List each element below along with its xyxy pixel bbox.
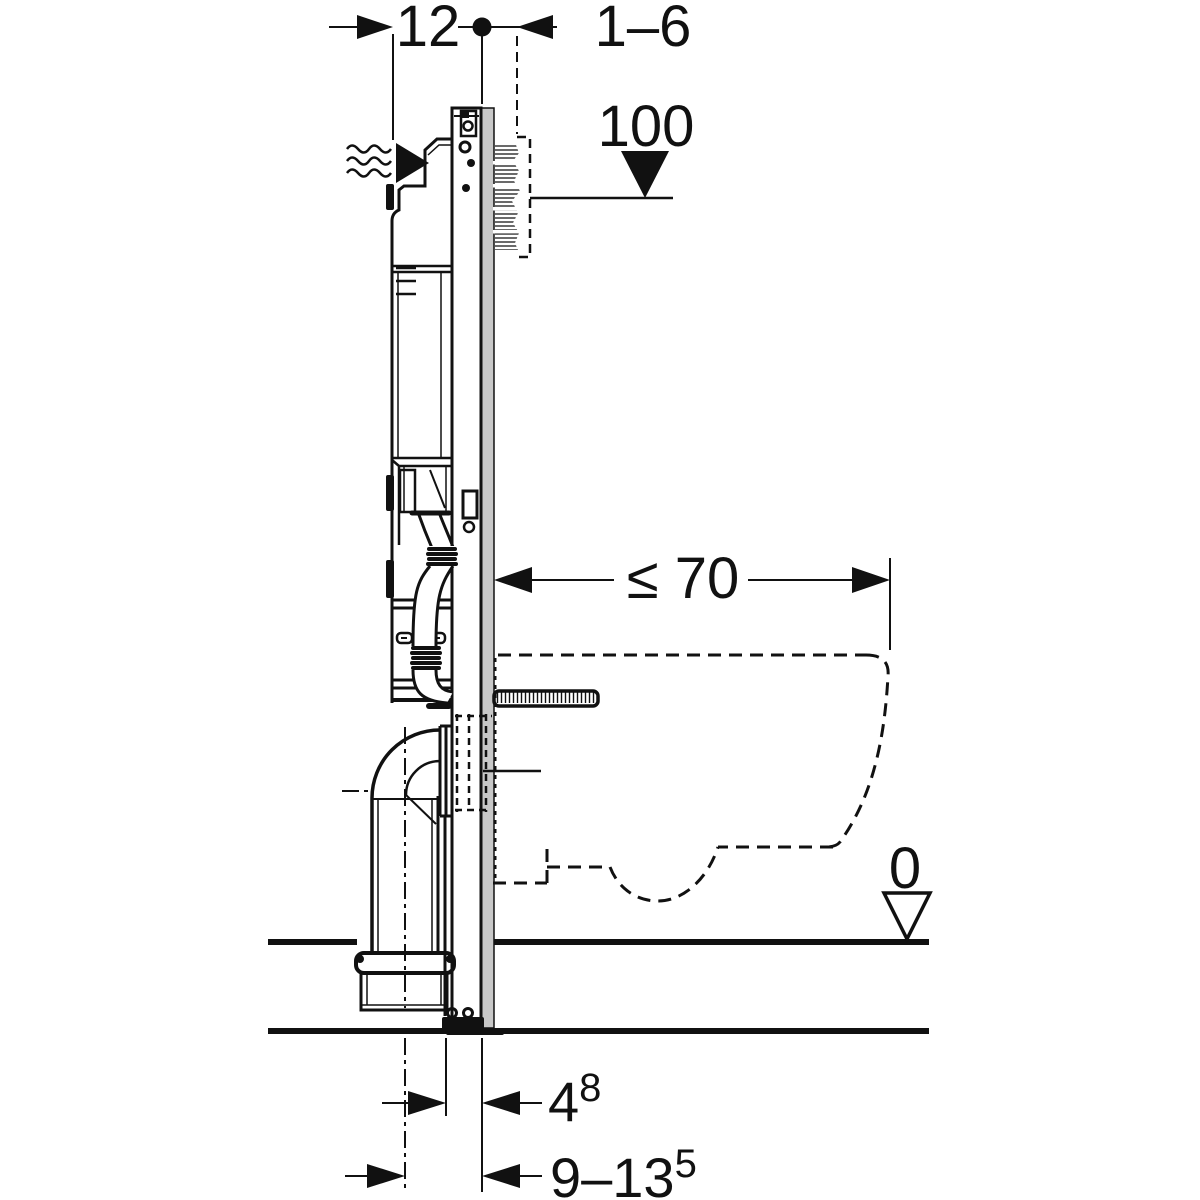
flush-pipe-edge [411, 669, 453, 705]
datum-marker-0: 0 [881, 836, 933, 943]
hatch-band-gap [493, 184, 521, 188]
arrow-right-icon [852, 567, 890, 593]
dim-wall-finish: 1–6 [516, 0, 692, 134]
water-supply-arrow-icon [345, 143, 429, 183]
level-marker-100: 100 [530, 94, 695, 200]
level-label-100: 100 [598, 94, 695, 159]
hidden-outlet-dashes [455, 714, 492, 812]
dim-label-frame-depth: 12 [396, 0, 461, 59]
arrow-right-icon [408, 1091, 446, 1115]
arrow-right-icon [367, 1164, 405, 1188]
rail-hole-icon [462, 120, 474, 132]
vent-slots [396, 266, 416, 296]
flush-pipe-edge [438, 514, 455, 548]
socket-bump [446, 955, 454, 963]
arrow-left-icon [482, 1164, 520, 1188]
rail-rivet-icon [462, 184, 470, 192]
flush-valve-box [398, 468, 417, 514]
water-wave [345, 168, 393, 178]
rail-hole-icon [458, 140, 472, 154]
socket-bump [356, 955, 364, 963]
datum-triangle-icon [881, 891, 933, 943]
toilet-outline [493, 653, 890, 903]
pipe-centerline [342, 727, 406, 1008]
housing-inner-lines [403, 466, 447, 513]
level-triangle-filled-icon [621, 151, 669, 198]
cover-joint-lines [392, 264, 452, 274]
elbow-inner-arc [404, 759, 441, 796]
elbow-outer-arc [370, 728, 441, 799]
flush-pipe [410, 514, 458, 709]
corrugated-sleeve-lower [410, 646, 442, 670]
arrow-left-icon [482, 1091, 520, 1115]
tank-inner-lines [397, 273, 442, 458]
socket-body [359, 971, 449, 1012]
service-hole-icon [462, 520, 476, 534]
cistern-cover-inner-line [427, 144, 452, 156]
service-slot [461, 489, 479, 520]
socket-inner-lines [361, 973, 447, 1006]
dim-dot-icon [472, 17, 492, 37]
flush-pipe-edge [434, 565, 455, 647]
plaster-hatch [495, 145, 520, 250]
service-opening [461, 489, 479, 534]
foot-base-plate [446, 1028, 504, 1035]
rail-rivet-icon [467, 159, 475, 167]
frame-rail-profile [450, 106, 483, 1032]
foot-plate [442, 1017, 484, 1030]
wall-finish-hatch [493, 145, 521, 250]
supply-arrow-icon [396, 143, 429, 183]
datum-label-0: 0 [889, 836, 921, 901]
dim-bowl-projection: ≤ 70 [494, 546, 891, 650]
hatch-band-gap [493, 207, 521, 211]
wall-panel-strip [480, 107, 495, 1029]
dim-outlet-offset: 9–135 [345, 1142, 697, 1200]
arrow-left-icon [517, 15, 553, 39]
floor-lines [268, 939, 929, 1034]
dim-label-wall-finish: 1–6 [595, 0, 692, 59]
cistern-outline [390, 137, 452, 703]
hatch-band-gap [493, 161, 521, 165]
frame-foot [442, 815, 504, 1035]
insulation-pad [386, 475, 394, 511]
arrow-left-icon [494, 567, 532, 593]
dim-label-front-offset: 48 [548, 1066, 601, 1133]
cistern [386, 137, 452, 703]
rail-top-clip [462, 112, 469, 118]
dim-frame-depth: 12 [329, 0, 557, 140]
corrugated-sleeve-upper [426, 547, 458, 566]
elbow-flange [438, 724, 452, 818]
water-wave [345, 144, 393, 154]
dim-label-bowl-projection: ≤ 70 [627, 546, 739, 611]
insulation-pad [386, 560, 394, 598]
threaded-rod [492, 689, 600, 708]
frame-rail [450, 106, 495, 1032]
rail-top-fixing-slot [459, 109, 478, 138]
flush-plate-dashed-outline [517, 135, 532, 259]
drain-elbow [342, 724, 452, 1008]
hidden-outlet-bend [455, 714, 492, 812]
drain-pipe-inner-walls [377, 798, 433, 953]
hatch-band-gap [493, 230, 521, 234]
insulation-pad [386, 184, 394, 210]
dim-label-outlet-offset: 9–135 [550, 1142, 697, 1200]
rib-backing [427, 546, 457, 567]
drain-socket [354, 951, 456, 1012]
dim-front-offset: 48 [382, 1038, 601, 1192]
water-wave [345, 156, 393, 166]
flush-pipe-edge [411, 565, 432, 647]
arrow-right-icon [357, 15, 393, 39]
housing-diagonal [429, 469, 446, 509]
toilet-front-edge [825, 653, 890, 849]
flush-pipe-edge [434, 669, 454, 694]
